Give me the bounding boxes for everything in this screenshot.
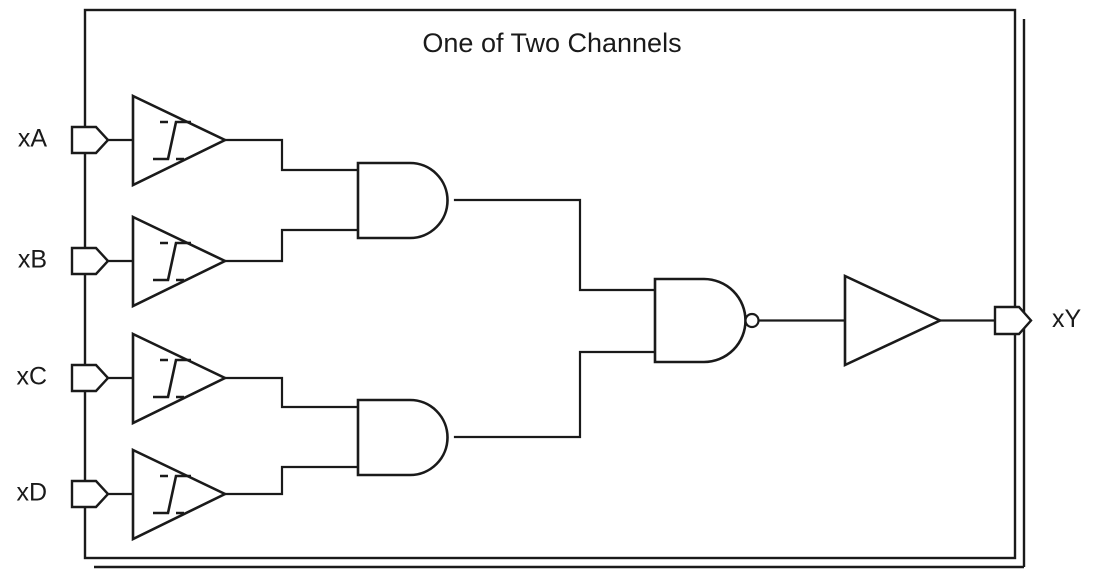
input-group-xb: xB [18,214,360,309]
hysteresis-icon-xa [153,120,191,161]
nand-gate-group [653,277,847,364]
input-pad-xa[interactable] [70,125,110,155]
wire-buffer-xa-out [223,138,360,172]
output-buffer[interactable] [843,273,944,368]
output-group-xy: xY [993,305,1082,336]
diagram-title: One of Two Channels [422,28,681,58]
hysteresis-icon-xd [153,474,191,515]
wire-buffer-xd-out [223,465,360,496]
input-label-xd: xD [16,479,47,507]
wire-buffer-xb-out [223,228,360,263]
inversion-bubble-icon [744,312,760,329]
hysteresis-icon-xb [153,241,191,282]
wire-and-ab-out [453,198,657,292]
output-pad-xy[interactable] [993,305,1033,336]
hysteresis-icon-xc [153,358,191,399]
and-gate-ab-group [356,161,657,292]
input-group-xc: xC [16,331,360,426]
input-pad-xb[interactable] [70,246,110,276]
output-label-xy: xY [1052,305,1082,333]
input-label-xa: xA [18,125,48,153]
input-group-xd: xD [16,447,360,542]
wire-and-cd-out [453,350,657,439]
schmitt-buffer-xa[interactable] [131,93,228,188]
input-label-xc: xC [16,363,47,391]
channel-frame [83,8,1017,560]
schmitt-buffer-xb[interactable] [131,214,228,309]
input-pad-xd[interactable] [70,479,110,509]
output-buffer-group [843,273,997,368]
input-pad-xc[interactable] [70,363,110,393]
and-gate-ab[interactable] [356,161,449,240]
and-gate-cd-group [356,350,657,477]
and-gate-cd[interactable] [356,398,449,477]
schmitt-buffer-xd[interactable] [131,447,228,542]
input-group-xa: xA [18,93,360,188]
input-label-xb: xB [18,246,47,274]
nand-gate[interactable] [653,277,747,364]
wire-buffer-xc-out [223,376,360,409]
schmitt-buffer-xc[interactable] [131,331,228,426]
